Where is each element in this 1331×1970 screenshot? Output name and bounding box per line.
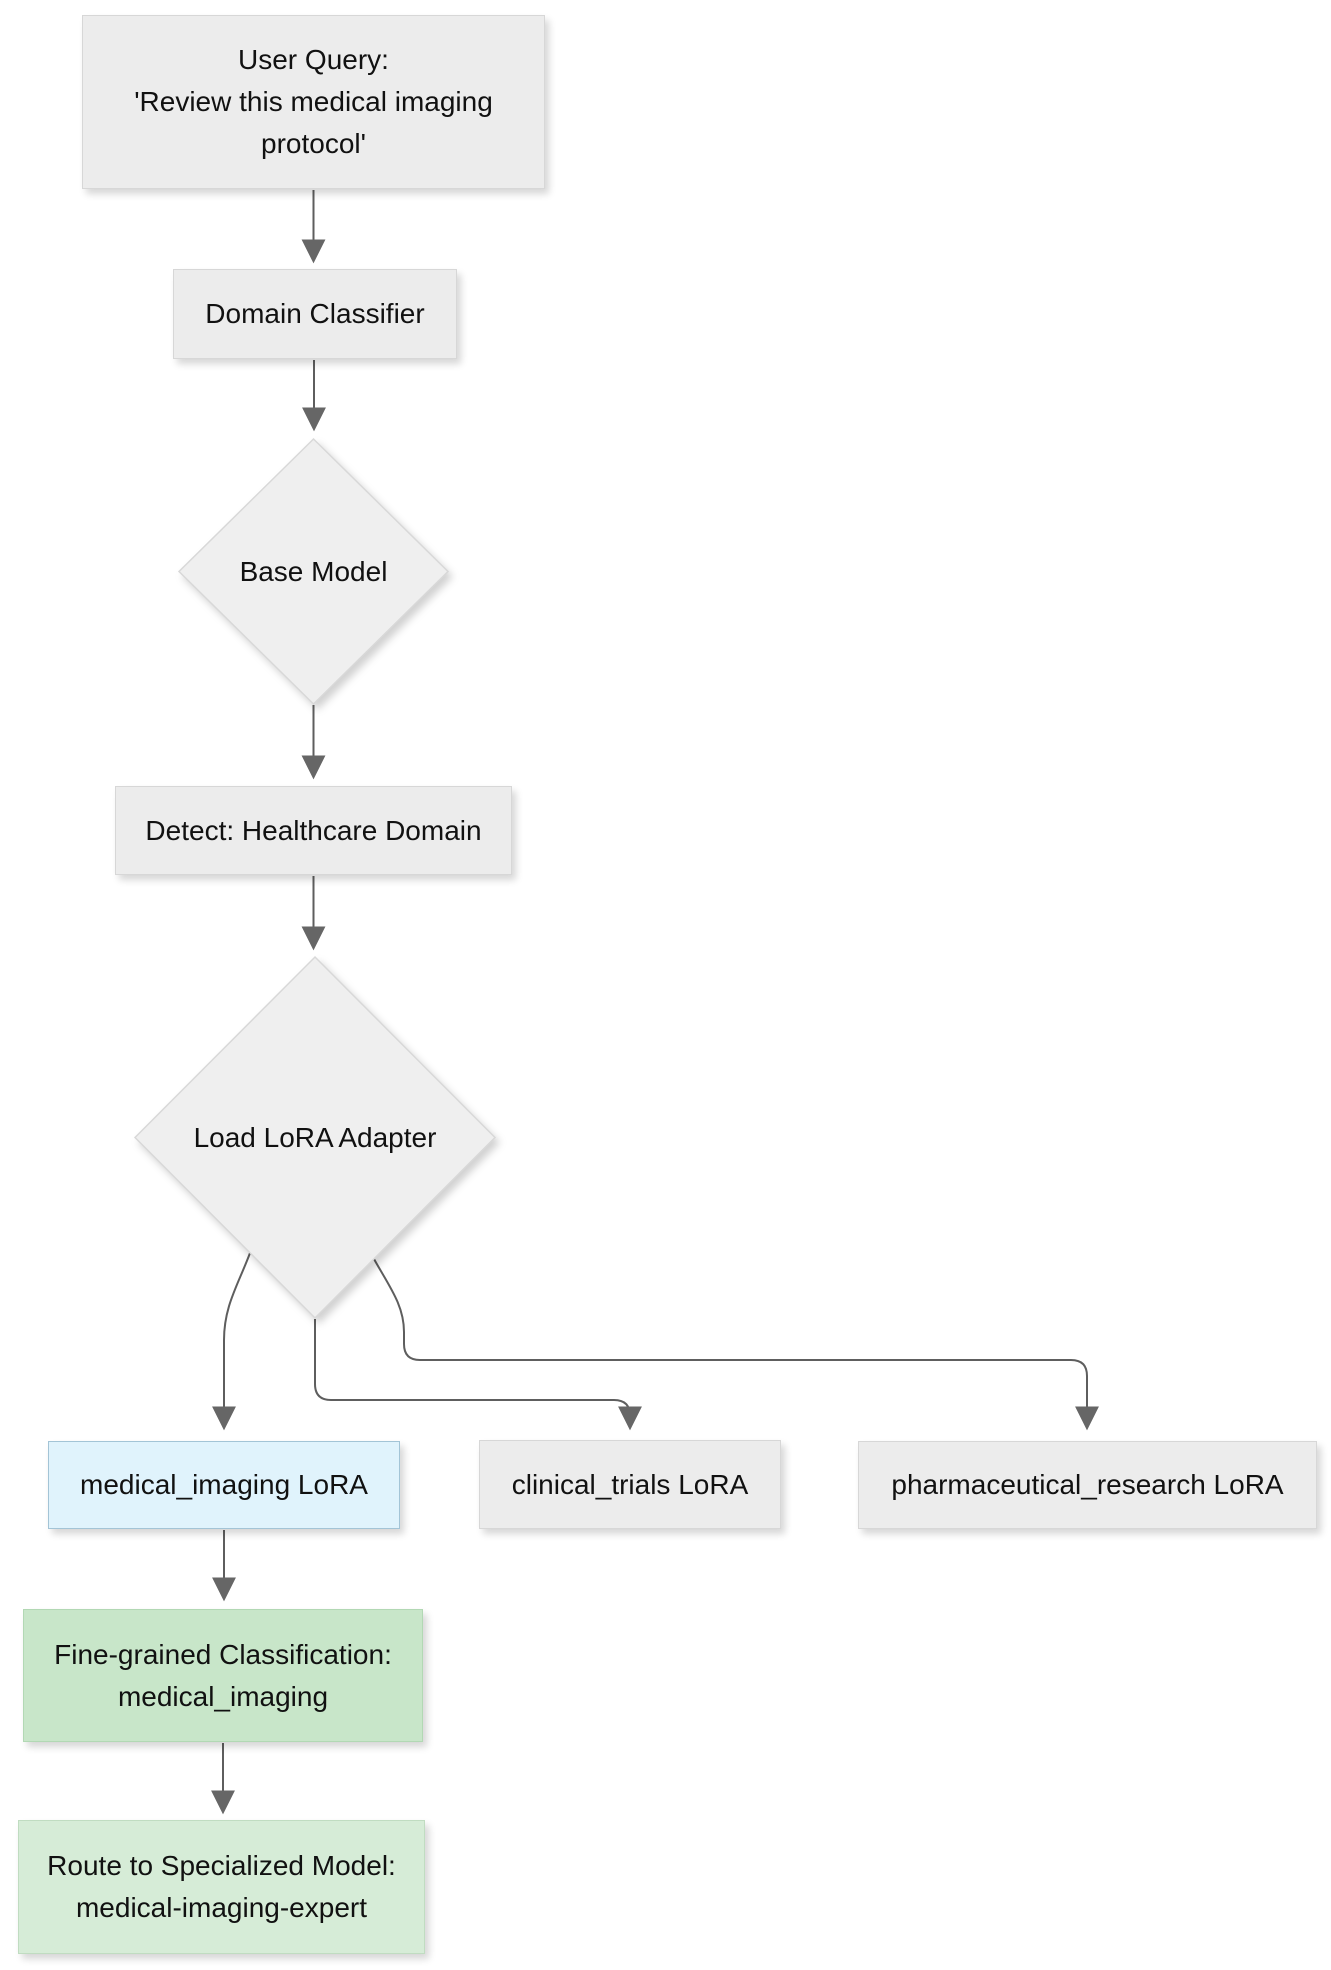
edge-loadlora-to-pharma xyxy=(373,1258,1099,1431)
load-lora-diamond-label: Load LoRA Adapter xyxy=(193,1121,437,1153)
node-medical-imaging-lora: medical_imaging LoRA xyxy=(48,1441,400,1529)
node-route-to-specialized-model: Route to Specialized Model: medical-imag… xyxy=(18,1820,425,1954)
load-lora-diamond-shape xyxy=(133,955,497,1320)
edge-loadlora-to-medical xyxy=(212,1252,251,1431)
base-model-diamond-shape xyxy=(177,437,450,706)
node-fine-grained-classification: Fine-grained Classification: medical_ima… xyxy=(23,1609,423,1742)
base-model-diamond-label: Base Model xyxy=(239,555,388,587)
node-domain-classifier: Domain Classifier xyxy=(173,269,457,359)
node-clinical-trials-lora: clinical_trials LoRA xyxy=(479,1440,781,1529)
node-user-query: User Query: 'Review this medical imaging… xyxy=(82,15,545,189)
edge-loadlora-to-clinical xyxy=(314,1319,642,1431)
node-detect-healthcare-domain: Detect: Healthcare Domain xyxy=(115,786,512,875)
node-pharmaceutical-research-lora: pharmaceutical_research LoRA xyxy=(858,1441,1317,1529)
